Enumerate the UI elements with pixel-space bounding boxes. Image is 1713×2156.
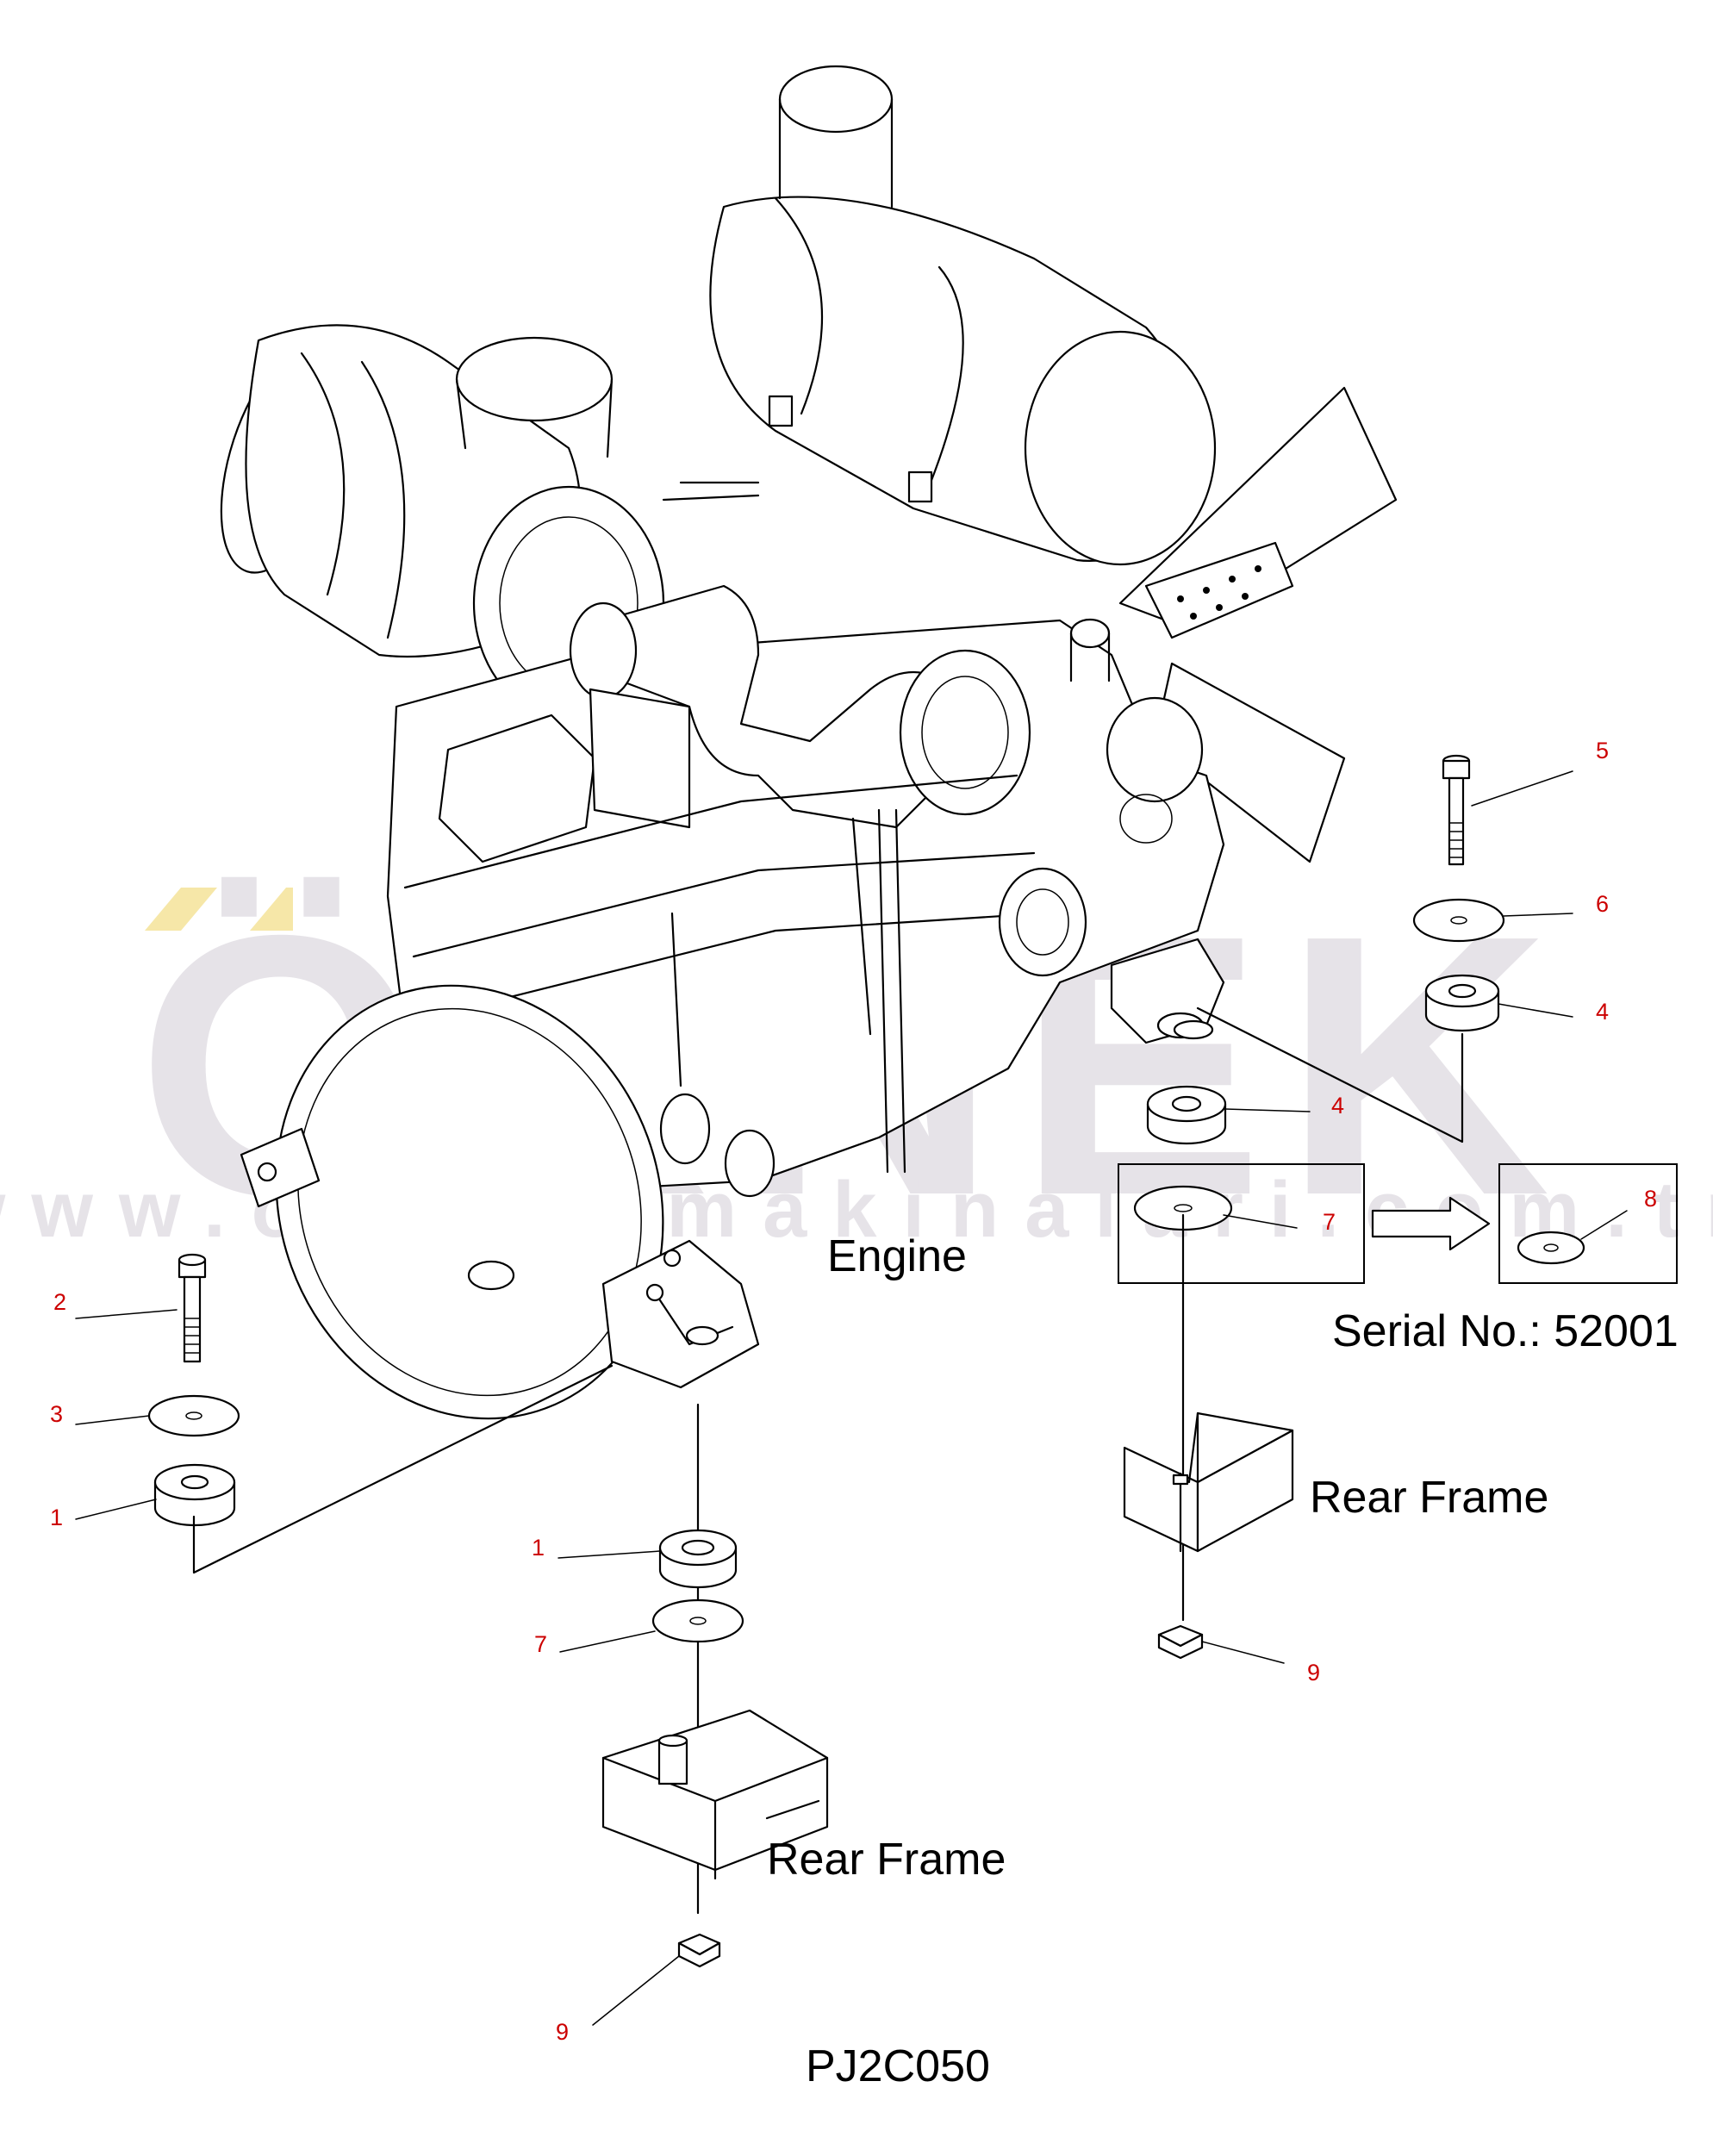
callout-7-right: 7 xyxy=(1223,1209,1336,1235)
watermark-accent-mark xyxy=(145,888,217,931)
cushion-4-right xyxy=(1424,974,1500,1032)
svg-text:7: 7 xyxy=(1323,1209,1336,1235)
callout-4-lower: 4 xyxy=(1224,1093,1344,1119)
replacement-arrow xyxy=(1371,1196,1491,1251)
right-lower-stack xyxy=(1118,1085,1678,1660)
nut-9-center xyxy=(677,1933,721,1968)
alternator xyxy=(1106,696,1204,803)
flywheel-housing xyxy=(275,984,664,1420)
washer-6 xyxy=(1412,898,1505,943)
svg-text:6: 6 xyxy=(1596,891,1609,917)
diagram-code: PJ2C050 xyxy=(806,2041,990,2091)
bolt-5 xyxy=(1442,754,1471,866)
rear-frame-label-right: Rear Frame xyxy=(1310,1473,1548,1523)
center-mount-stack xyxy=(601,1403,829,1968)
washer-8 xyxy=(1517,1231,1585,1265)
cushion-1-center xyxy=(658,1529,738,1589)
svg-text:7: 7 xyxy=(534,1631,547,1657)
callout-1-center: 1 xyxy=(532,1535,661,1561)
washer-7-center xyxy=(651,1598,744,1643)
callout-2: 2 xyxy=(53,1289,178,1319)
rear-frame-bracket-bottom xyxy=(601,1709,829,1880)
intake-manifold-plate xyxy=(589,688,691,829)
air-cleaner-right-end xyxy=(1024,330,1217,566)
svg-text:1: 1 xyxy=(50,1505,63,1530)
bolt-2 xyxy=(178,1253,207,1363)
callouts: 2 3 1 1 7 9 5 6 xyxy=(50,738,1657,2045)
left-mount-stack xyxy=(147,1253,614,1574)
svg-text:1: 1 xyxy=(532,1535,545,1561)
rear-frame-bracket-right xyxy=(1123,1411,1294,1553)
svg-text:8: 8 xyxy=(1644,1186,1657,1212)
cushion-4-lower xyxy=(1146,1085,1227,1145)
callout-9-right: 9 xyxy=(1201,1641,1320,1686)
callout-1-left: 1 xyxy=(50,1499,157,1530)
right-mount-stack xyxy=(1196,754,1505,1143)
callout-5: 5 xyxy=(1471,738,1609,807)
callout-7-center: 7 xyxy=(534,1630,656,1657)
watermark-accent-mark xyxy=(250,888,293,931)
svg-text:4: 4 xyxy=(1596,999,1609,1025)
valve-cover xyxy=(438,713,596,863)
rear-mount-bracket xyxy=(601,1239,760,1389)
svg-text:4: 4 xyxy=(1331,1093,1344,1119)
washer-8-box xyxy=(1498,1163,1678,1284)
callout-6: 6 xyxy=(1503,891,1609,917)
left-intake-pipe-top xyxy=(455,336,614,422)
svg-text:9: 9 xyxy=(1307,1660,1320,1686)
callout-8: 8 xyxy=(1580,1186,1657,1240)
washer-7-box xyxy=(1118,1163,1365,1284)
leader-left-to-bracket xyxy=(192,1364,614,1574)
svg-text:3: 3 xyxy=(50,1401,63,1427)
washer-3 xyxy=(147,1394,240,1437)
crank-pulley xyxy=(998,867,1087,977)
thermostat-cap xyxy=(1069,618,1111,649)
svg-text:9: 9 xyxy=(556,2019,569,2045)
serial-number-label: Serial No.: 52001 xyxy=(1332,1306,1679,1356)
engine-drawing xyxy=(220,65,1398,1420)
exhaust-stack-top xyxy=(778,65,894,134)
callout-9-center: 9 xyxy=(556,1955,680,2045)
callout-4-right: 4 xyxy=(1498,999,1609,1025)
labels: Engine Serial No.: 52001 Rear Frame Rear… xyxy=(767,1231,1679,2091)
nut-9-right xyxy=(1157,1624,1204,1660)
callout-3: 3 xyxy=(50,1401,150,1427)
svg-text:5: 5 xyxy=(1596,738,1609,763)
cushion-1-left xyxy=(153,1463,236,1527)
leader-right-to-bracket xyxy=(1196,1006,1464,1143)
rear-frame-label-bottom: Rear Frame xyxy=(767,1835,1006,1885)
svg-text:2: 2 xyxy=(53,1289,66,1315)
engine-label: Engine xyxy=(827,1231,967,1281)
